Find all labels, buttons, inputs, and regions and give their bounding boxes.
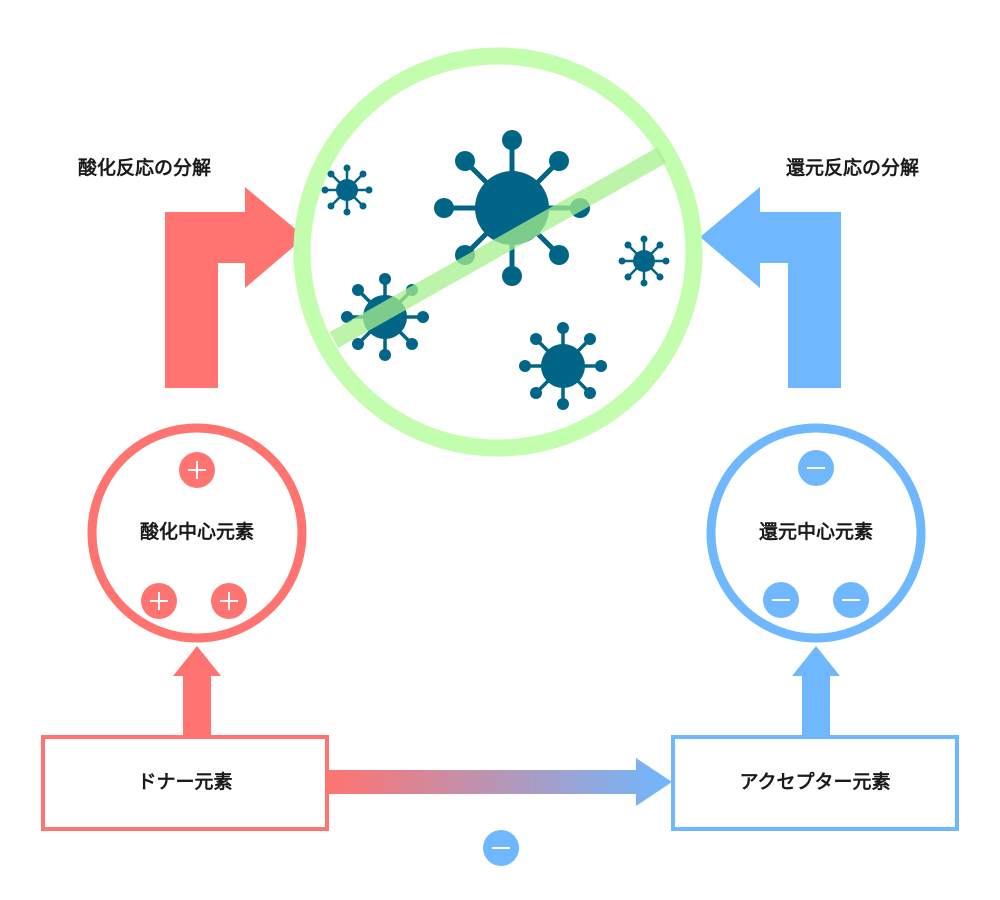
donor-box [41, 735, 329, 831]
donor-up-arrow [173, 646, 221, 737]
oxidation-center-circle [87, 423, 307, 643]
electron-transfer-arrow [328, 758, 672, 806]
oxidation-center-label: 酸化中心元素 [139, 521, 255, 543]
reduction-elbow-arrow [700, 187, 841, 388]
oxidation-decomposition-label: 酸化反応の分解 [78, 157, 212, 179]
reduction-center-circle [706, 423, 926, 643]
oxidation-elbow-arrow [165, 187, 305, 388]
minus-icon [483, 830, 519, 866]
acceptor-up-arrow [792, 646, 840, 737]
donor-label: ドナー元素 [137, 771, 233, 793]
virus-icon [434, 130, 590, 286]
minus-icon [763, 582, 799, 618]
minus-icon [798, 450, 834, 486]
prohibition-slash [329, 147, 667, 348]
virus-icon [618, 235, 670, 287]
acceptor-box [671, 735, 959, 831]
plus-icon [179, 452, 215, 488]
reduction-decomposition-label: 還元反応の分解 [786, 157, 920, 179]
virus-icon [519, 322, 607, 410]
plus-icon [141, 583, 177, 619]
prohibition-icon [293, 47, 703, 457]
virus-icon [321, 164, 373, 216]
reduction-center-label: 還元中心元素 [758, 521, 874, 543]
acceptor-label: アクセプター元素 [739, 771, 891, 793]
minus-icon [833, 582, 869, 618]
plus-icon [211, 583, 247, 619]
